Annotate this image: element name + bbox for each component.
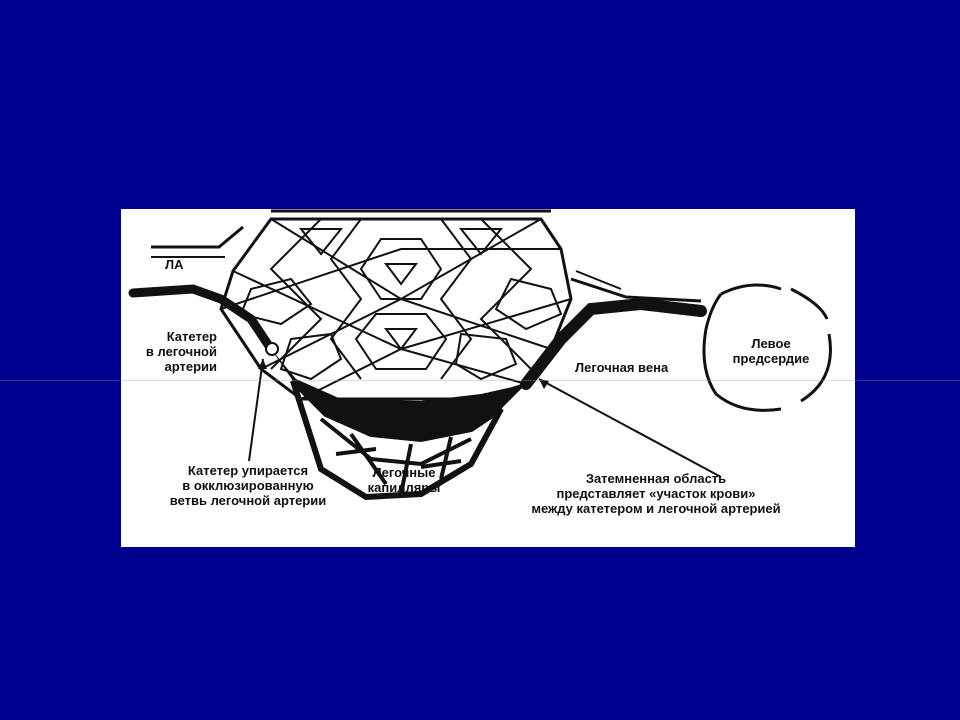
atrium-outline-top <box>720 283 782 296</box>
label-capillaries: Легочные капилляры <box>349 465 459 495</box>
scan-line-artifact <box>0 380 960 381</box>
pulmonary-wedge-diagram <box>128 209 832 501</box>
label-catheter-pa: Катетер в легочной артерии <box>121 329 217 374</box>
vein-wall-upper-inner <box>575 270 622 290</box>
capillary-branches <box>319 417 472 495</box>
label-shaded-line1: Затемненная область <box>585 471 727 486</box>
label-pulmonary-vein: Легочная вена <box>575 360 669 375</box>
capillary-mesh <box>220 218 572 400</box>
label-wedged-catheter: Катетер упирается в окклюзированную ветв… <box>153 463 343 508</box>
arrow-wedge-head <box>258 359 267 369</box>
label-catheter-pa-line2: в легочной <box>145 344 217 359</box>
annotation-arrows <box>248 358 722 478</box>
catheter-line <box>128 284 276 354</box>
label-catheter-pa-line3: артерии <box>164 359 217 374</box>
label-left-atrium: Левое предсердие <box>721 336 821 366</box>
label-la: ЛА <box>165 257 184 272</box>
arrow-shaded-head <box>539 379 549 389</box>
label-wedged-line2: в окклюзированную <box>182 478 314 493</box>
catheter-balloon-tip <box>265 342 279 356</box>
diagram-panel: ЛА Катетер в легочной артерии Катетер уп… <box>121 209 855 547</box>
atrium-outline-top-right <box>790 287 829 320</box>
label-shaded-line2: представляет «участок крови» <box>556 486 756 501</box>
capillary-network-outline <box>219 217 573 401</box>
label-capillaries-line1: Легочные <box>372 465 436 480</box>
label-left-atrium-line1: Левое <box>751 336 791 351</box>
arrow-shaded-area <box>538 378 722 478</box>
atrium-outline-right <box>800 333 832 403</box>
label-wedged-line3: ветвь легочной артерии <box>169 493 327 508</box>
label-catheter-pa-line1: Катетер <box>166 329 217 344</box>
arrow-wedge <box>248 358 264 462</box>
label-left-atrium-line2: предсердие <box>732 351 810 366</box>
pulmonary-vein-line <box>520 297 707 390</box>
label-shaded-area: Затемненная область представляет «участо… <box>481 471 831 516</box>
label-capillaries-line2: капилляры <box>367 480 441 495</box>
vein-wall-upper <box>570 277 702 303</box>
vessel-wall-top-left <box>151 225 244 249</box>
atrium-outline-left <box>702 293 782 412</box>
label-wedged-line1: Катетер упирается <box>187 463 309 478</box>
capillary-bed <box>290 378 504 501</box>
label-shaded-line3: между катетером и легочной артерией <box>531 501 781 516</box>
